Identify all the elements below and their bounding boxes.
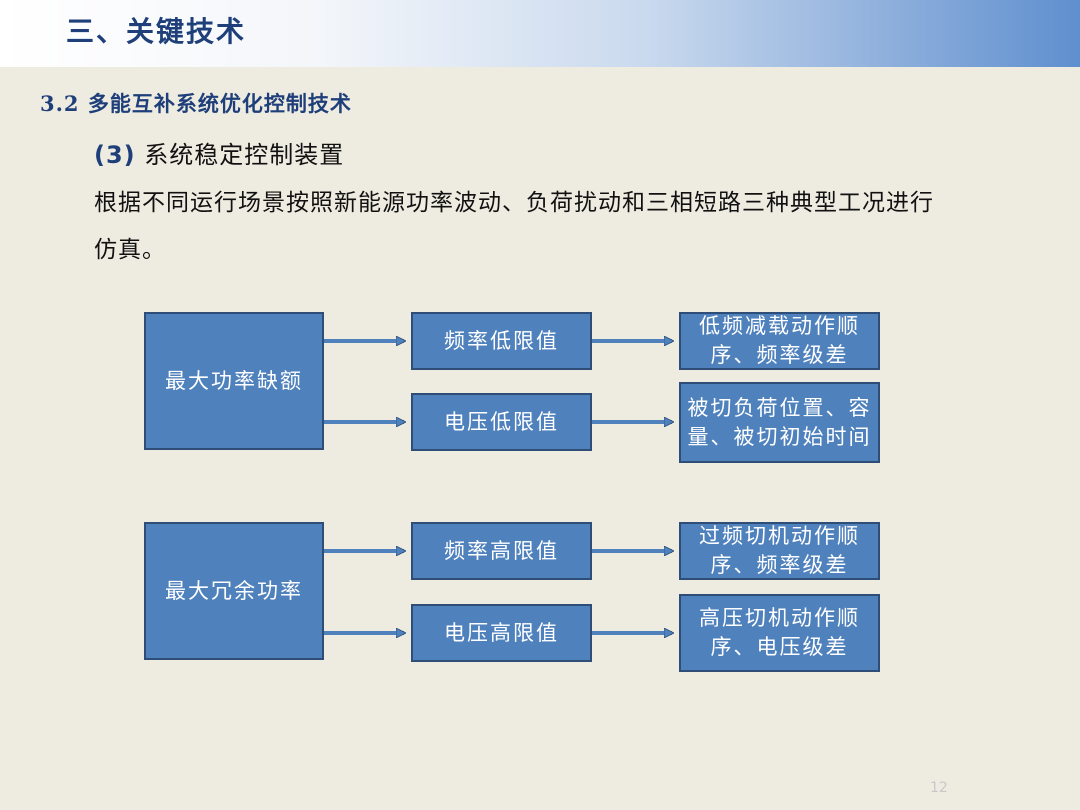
header-bar [0,0,1080,67]
node-overfrequency-generator-tripping: 过频切机动作顺序、频率级差 [679,522,880,580]
node-max-power-deficit: 最大功率缺额 [144,312,324,450]
node-frequency-high-limit: 频率高限值 [411,522,592,580]
body-paragraph: 根据不同运行场景按照新能源功率波动、负荷扰动和三相短路三种典型工况进行仿真。 [94,190,934,263]
node-underfrequency-load-shedding: 低频减载动作顺序、频率级差 [679,312,880,370]
subsection-text: 系统稳定控制装置 [144,141,345,169]
node-overvoltage-generator-tripping: 高压切机动作顺序、电压级差 [679,594,880,672]
subsection-title: (3) 系统稳定控制装置 [94,135,344,170]
page-number: 12 [930,780,948,796]
node-voltage-high-limit: 电压高限值 [411,604,592,662]
section-title: 3.2 多能互补系统优化控制技术 [40,91,352,116]
header-title: 三、关键技术 [66,15,247,48]
subsection-number: (3) [94,141,136,169]
node-voltage-low-limit: 电压低限值 [411,393,592,451]
node-max-surplus-power: 最大冗余功率 [144,522,324,660]
node-shed-load-position: 被切负荷位置、容量、被切初始时间 [679,382,880,463]
node-frequency-low-limit: 频率低限值 [411,312,592,370]
